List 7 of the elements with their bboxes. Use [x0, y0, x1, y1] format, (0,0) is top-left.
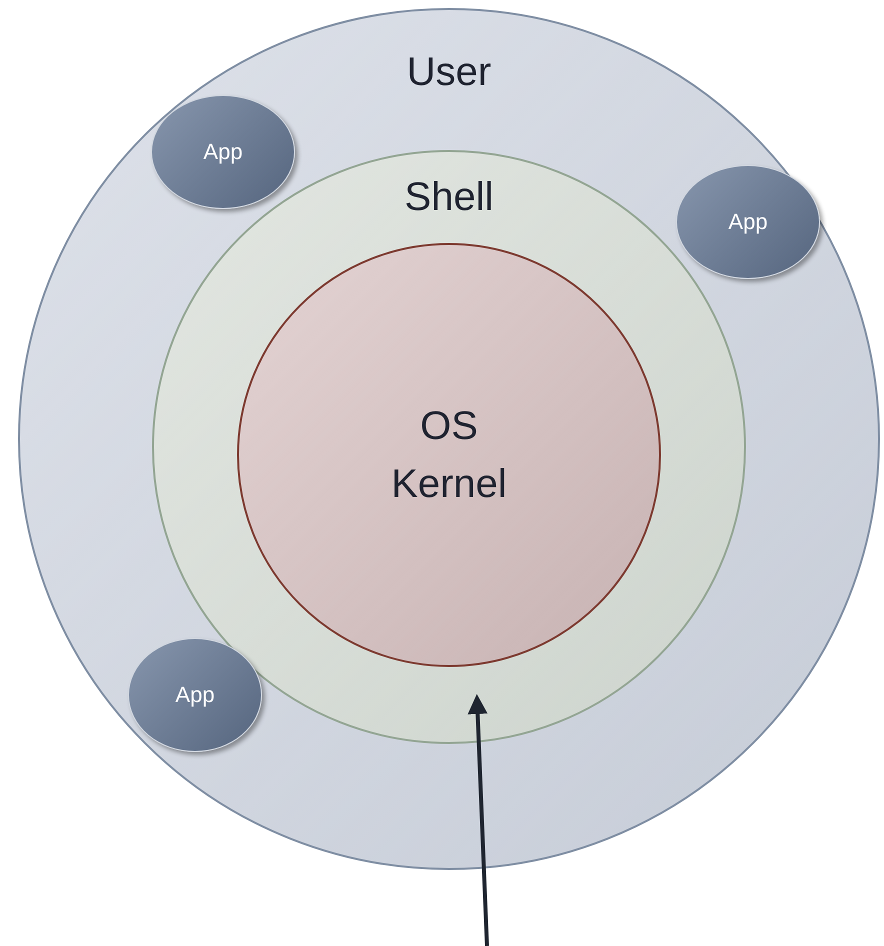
layer-label: App — [728, 211, 768, 233]
arrow — [468, 694, 489, 946]
layer-label: Shell — [404, 177, 494, 217]
layer-label: OS Kernel — [390, 403, 508, 508]
layer-label: App — [175, 684, 215, 706]
layer-label: User — [406, 52, 492, 92]
layer-label: App — [203, 141, 243, 163]
